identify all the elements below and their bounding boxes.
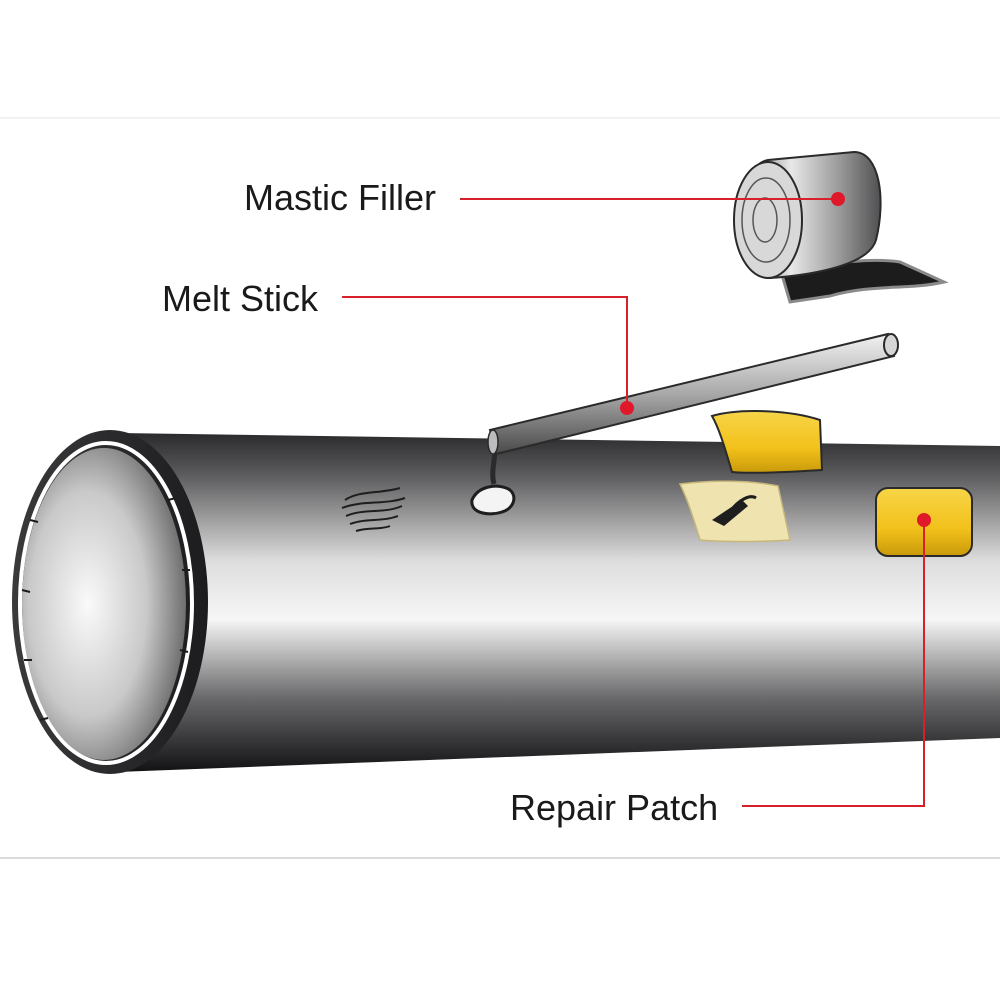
- mastic-filler-marker: [831, 192, 845, 206]
- repair-patch-faded: [678, 480, 791, 543]
- callout-melt-stick: Melt Stick: [162, 278, 634, 415]
- melt-stick-leader: [342, 296, 628, 408]
- melt-stick-marker: [620, 401, 634, 415]
- pipe: [12, 430, 1000, 774]
- repair-patch-label: Repair Patch: [510, 787, 718, 828]
- pipe-bore: [22, 448, 186, 760]
- mastic-roll-face: [733, 161, 803, 279]
- callout-mastic-filler: Mastic Filler: [244, 177, 845, 218]
- melt-stick: [487, 332, 899, 456]
- mastic-filler-label: Mastic Filler: [244, 177, 436, 218]
- repair-patch-marker: [917, 513, 931, 527]
- melt-drip: [470, 439, 516, 516]
- melt-stick-label: Melt Stick: [162, 278, 319, 319]
- callout-repair-patch: Repair Patch: [510, 513, 931, 828]
- repair-patch-top: [710, 410, 824, 474]
- mastic-filler-roll: [733, 150, 949, 304]
- pipe-body: [118, 433, 1000, 772]
- coating-damage-scratch: [341, 487, 406, 532]
- repair-patch-leader: [742, 520, 925, 807]
- pipe-end-lining: [18, 441, 194, 765]
